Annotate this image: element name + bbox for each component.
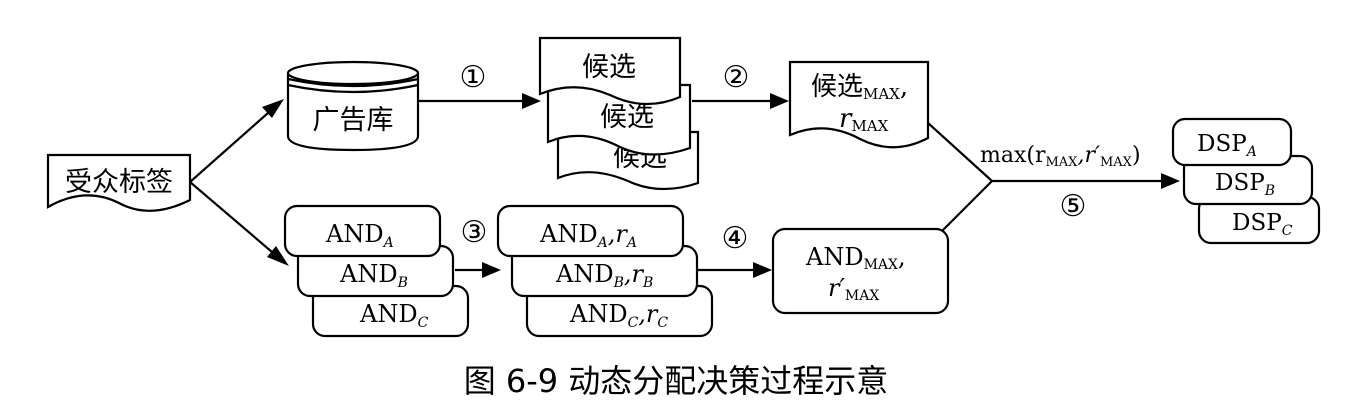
step2-marker: ② xyxy=(723,60,750,95)
node-ad-library: 广告库 xyxy=(286,60,420,152)
and-rb-label: ANDB,rB xyxy=(555,260,653,291)
node-candidate-max: 候选MAX, rMAX xyxy=(788,60,930,149)
and-max-box xyxy=(771,227,950,315)
document-shape xyxy=(788,60,930,149)
and-max-label: ANDMAX, xyxy=(805,243,906,273)
cylinder-top xyxy=(286,60,420,86)
and-c-label: ANDC xyxy=(359,300,429,331)
candidate-label: 候选 xyxy=(600,102,654,133)
edge-merge-bottom xyxy=(937,180,993,236)
dsp-a-label: DSPA xyxy=(1197,131,1257,160)
document-shape xyxy=(46,153,192,212)
arrowhead xyxy=(482,262,501,278)
node-and-stack: ANDC ANDB ANDA xyxy=(283,204,470,338)
dsp-a-box xyxy=(1171,117,1293,167)
node-audience-tags: 受众标签 xyxy=(46,153,192,212)
arrowhead xyxy=(262,99,284,118)
and-a-box xyxy=(283,204,442,258)
node-and-r-stack: ANDC,rC ANDB,rB ANDA,rA xyxy=(496,204,714,338)
and-ra-box xyxy=(496,204,685,258)
edge-tags-to-adlib xyxy=(189,112,269,183)
arrowhead xyxy=(522,93,541,109)
arrowhead xyxy=(1161,173,1180,189)
node-and-max: ANDMAX, r′MAX xyxy=(771,227,950,315)
arrowhead xyxy=(770,93,789,109)
and-rc-label: ANDC,rC xyxy=(569,300,668,331)
arrowhead xyxy=(753,262,772,278)
step1-marker: ① xyxy=(460,60,487,95)
r-prime-max-label: r′MAX xyxy=(828,274,879,304)
connectors xyxy=(189,93,1180,278)
audience-tags-label: 受众标签 xyxy=(65,167,173,198)
candidate-label: 候选 xyxy=(582,52,636,83)
arrowhead xyxy=(267,246,289,266)
cylinder-body xyxy=(286,73,420,152)
edge-tags-to-and xyxy=(189,181,273,253)
candidate-max-label: 候选MAX, xyxy=(811,72,908,103)
node-dsp-stack: DSPC DSPB DSPA xyxy=(1171,117,1321,245)
r-max-label: rMAX xyxy=(839,104,889,135)
max-expression: max(rMAX,r′MAX) xyxy=(980,143,1141,170)
document-shape xyxy=(538,36,682,106)
edge-labels: ① ② ③ ④ ⑤ max(rMAX,r′MAX) xyxy=(460,60,1141,256)
figure-caption: 图 6-9 动态分配决策过程示意 xyxy=(464,362,889,400)
ad-library-label: 广告库 xyxy=(313,105,394,136)
dsp-c-label: DSPC xyxy=(1232,210,1293,239)
and-ra-label: ANDA,rA xyxy=(539,220,637,251)
dsp-b-label: DSPB xyxy=(1215,170,1275,199)
step3-marker: ③ xyxy=(461,215,488,250)
and-a-label: ANDA xyxy=(325,220,394,251)
and-b-label: ANDB xyxy=(339,260,408,291)
node-candidates: 候选 候选 候选 xyxy=(538,36,700,191)
edge-merge-top xyxy=(927,122,993,182)
step4-marker: ④ xyxy=(722,221,749,256)
cylinder-ring xyxy=(287,77,419,88)
cylinder-ring xyxy=(287,83,419,94)
step5-marker: ⑤ xyxy=(1060,189,1087,224)
